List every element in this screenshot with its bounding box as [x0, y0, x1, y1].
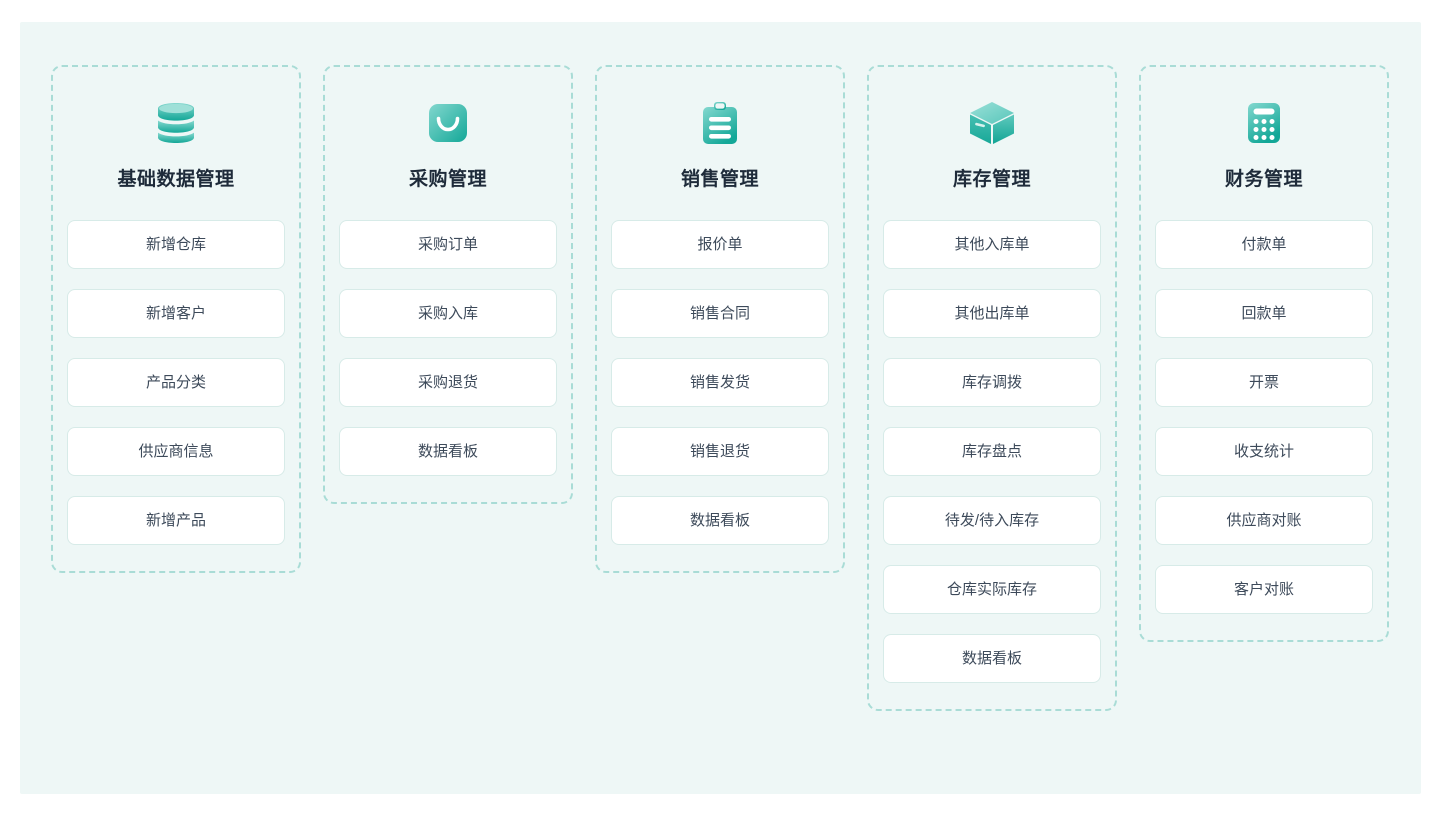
module-column-purchase: 采购管理采购订单采购入库采购退货数据看板	[323, 65, 573, 504]
module-item-button[interactable]: 采购订单	[339, 220, 557, 269]
clipboard-icon	[694, 97, 746, 149]
module-item-button[interactable]: 收支统计	[1155, 427, 1373, 476]
module-item-button[interactable]: 新增客户	[67, 289, 285, 338]
module-column-title: 基础数据管理	[117, 169, 235, 190]
module-item-button[interactable]: 客户对账	[1155, 565, 1373, 614]
module-item-button[interactable]: 采购退货	[339, 358, 557, 407]
module-item-button[interactable]: 数据看板	[339, 427, 557, 476]
module-item-button[interactable]: 供应商对账	[1155, 496, 1373, 545]
module-item-button[interactable]: 新增产品	[67, 496, 285, 545]
module-item-button[interactable]: 销售合同	[611, 289, 829, 338]
module-item-button[interactable]: 新增仓库	[67, 220, 285, 269]
module-item-button[interactable]: 其他入库单	[883, 220, 1101, 269]
module-item-button[interactable]: 数据看板	[883, 634, 1101, 683]
calculator-icon	[1238, 97, 1290, 149]
module-column-title: 财务管理	[1224, 169, 1303, 190]
module-item-button[interactable]: 回款单	[1155, 289, 1373, 338]
module-item-button[interactable]: 待发/待入库存	[883, 496, 1101, 545]
module-item-button[interactable]: 付款单	[1155, 220, 1373, 269]
module-item-list: 其他入库单其他出库单库存调拨库存盘点待发/待入库存仓库实际库存数据看板	[883, 220, 1101, 683]
module-item-button[interactable]: 开票	[1155, 358, 1373, 407]
shopping-bag-icon	[422, 97, 474, 149]
module-columns: 基础数据管理新增仓库新增客户产品分类供应商信息新增产品 采购管理采购订单采购入库…	[20, 22, 1421, 794]
module-item-button[interactable]: 产品分类	[67, 358, 285, 407]
module-column-sales: 销售管理报价单销售合同销售发货销售退货数据看板	[595, 65, 845, 573]
module-item-button[interactable]: 报价单	[611, 220, 829, 269]
module-column-finance: 财务管理付款单回款单开票收支统计供应商对账客户对账	[1139, 65, 1389, 642]
module-item-button[interactable]: 其他出库单	[883, 289, 1101, 338]
module-item-list: 付款单回款单开票收支统计供应商对账客户对账	[1155, 220, 1373, 614]
database-icon	[150, 97, 202, 149]
module-column-basic-data: 基础数据管理新增仓库新增客户产品分类供应商信息新增产品	[51, 65, 301, 573]
module-column-title: 库存管理	[952, 169, 1031, 190]
module-item-button[interactable]: 销售退货	[611, 427, 829, 476]
module-column-title: 销售管理	[680, 169, 759, 190]
module-item-button[interactable]: 库存盘点	[883, 427, 1101, 476]
module-item-button[interactable]: 仓库实际库存	[883, 565, 1101, 614]
module-item-button[interactable]: 销售发货	[611, 358, 829, 407]
module-item-list: 新增仓库新增客户产品分类供应商信息新增产品	[67, 220, 285, 545]
module-item-list: 采购订单采购入库采购退货数据看板	[339, 220, 557, 476]
module-item-list: 报价单销售合同销售发货销售退货数据看板	[611, 220, 829, 545]
module-item-button[interactable]: 数据看板	[611, 496, 829, 545]
module-item-button[interactable]: 采购入库	[339, 289, 557, 338]
module-item-button[interactable]: 供应商信息	[67, 427, 285, 476]
module-item-button[interactable]: 库存调拨	[883, 358, 1101, 407]
module-column-title: 采购管理	[408, 169, 487, 190]
module-board: 基础数据管理新增仓库新增客户产品分类供应商信息新增产品 采购管理采购订单采购入库…	[20, 22, 1421, 794]
box-icon	[966, 97, 1018, 149]
module-column-inventory: 库存管理其他入库单其他出库单库存调拨库存盘点待发/待入库存仓库实际库存数据看板	[867, 65, 1117, 711]
